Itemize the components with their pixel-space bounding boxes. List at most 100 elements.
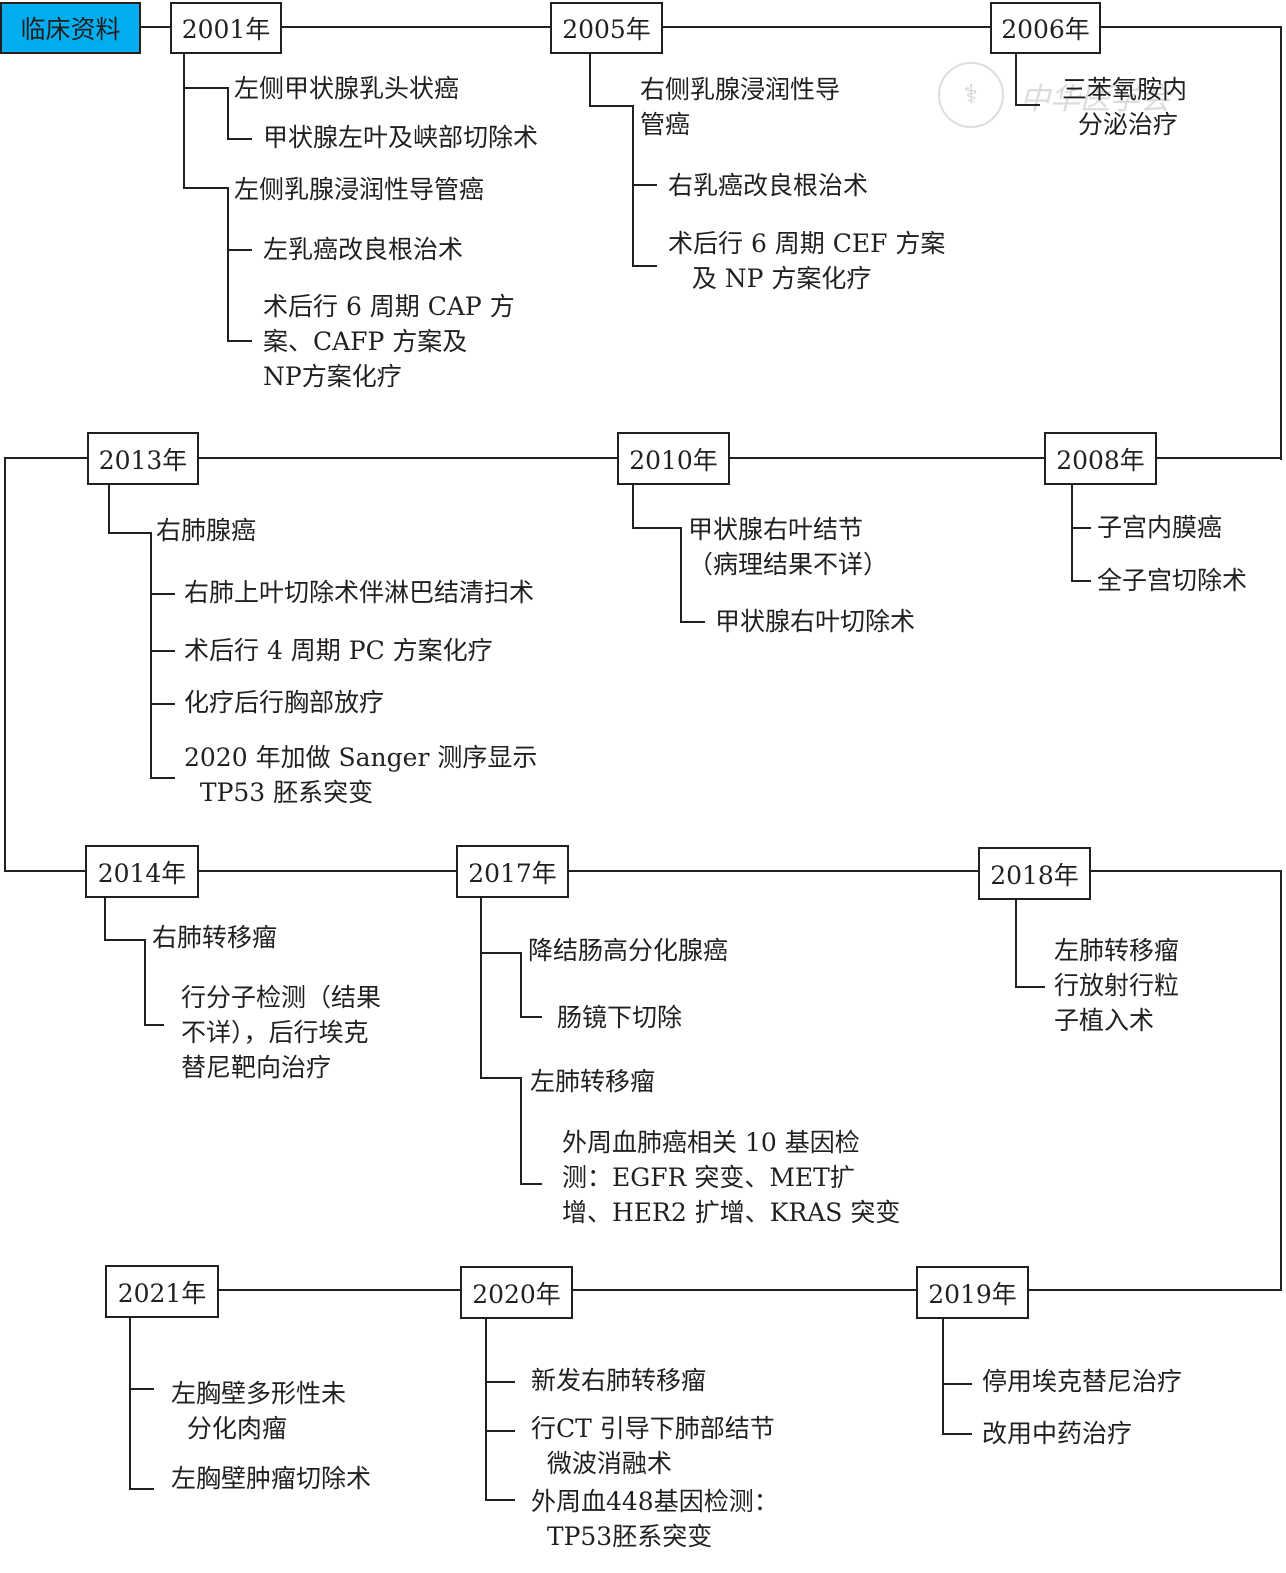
event-text: 外周血肺癌相关 10 基因检 测：EGFR 突变、MET扩 增、HER2 扩增、… — [562, 1128, 901, 1227]
event-text: 降结肠高分化腺癌 — [528, 936, 729, 965]
year-node-2001: 2001年 — [170, 2, 282, 54]
event-text: 左侧乳腺浸润性导管癌 — [234, 175, 485, 204]
branch-line — [942, 1433, 972, 1435]
branch-line — [129, 1388, 154, 1390]
timeline-turn-right-1 — [1280, 26, 1282, 460]
branch-line — [632, 184, 657, 186]
branch-line — [942, 1383, 972, 1385]
branch-line — [485, 1499, 515, 1501]
branch-line — [144, 1024, 164, 1026]
event-text: 改用中药治疗 — [982, 1419, 1133, 1448]
event-text: 新发右肺转移瘤 — [531, 1366, 707, 1395]
event-text: 行CT 引导下肺部结节 微波消融术 — [531, 1414, 775, 1478]
branch-line — [480, 1077, 522, 1079]
year-label: 2021年 — [117, 1278, 207, 1308]
branch-line — [150, 532, 152, 779]
branch-line — [589, 105, 634, 107]
year-node-2018: 2018年 — [978, 847, 1091, 900]
timeline-row4-line — [218, 1289, 1282, 1291]
event-text: 右肺转移瘤 — [152, 923, 278, 952]
branch-line — [485, 1381, 515, 1383]
event-text: 右肺腺癌 — [156, 516, 257, 545]
event-text: 化疗后行胸部放疗 — [184, 688, 385, 717]
event-text: 左乳癌改良根治术 — [263, 235, 464, 264]
branch-line — [632, 265, 657, 267]
branch-line — [1071, 485, 1073, 582]
timeline-row3-line — [4, 870, 1282, 872]
event-text: 甲状腺右叶结节 （病理结果不详） — [688, 515, 889, 579]
year-node-2017: 2017年 — [456, 845, 569, 898]
event-text: 停用埃克替尼治疗 — [982, 1367, 1183, 1396]
event-text: 左侧甲状腺乳头状癌 — [234, 74, 460, 103]
event-text: 三苯氧胺内 分泌治疗 — [1062, 75, 1188, 139]
branch-line — [1015, 54, 1017, 106]
event-text: 左肺转移瘤 — [530, 1067, 656, 1096]
year-node-2021: 2021年 — [105, 1265, 219, 1318]
branch-line — [680, 621, 705, 623]
event-text: 全子宫切除术 — [1097, 566, 1248, 595]
event-text: 右乳癌改良根治术 — [668, 171, 869, 200]
timeline-turn-left-1 — [4, 457, 6, 872]
year-node-2013: 2013年 — [87, 432, 199, 485]
year-label: 2014年 — [97, 858, 187, 888]
event-text: 甲状腺左叶及峡部切除术 — [263, 123, 539, 152]
branch-line — [1015, 104, 1040, 106]
branch-line — [520, 1183, 542, 1185]
year-node-2019: 2019年 — [916, 1266, 1029, 1319]
branch-line — [183, 54, 185, 188]
branch-line — [1071, 580, 1091, 582]
branch-line — [183, 87, 228, 89]
branch-line — [485, 1430, 515, 1432]
branch-line — [520, 952, 522, 1018]
branch-line — [227, 187, 229, 341]
year-label: 2017年 — [468, 858, 557, 888]
branch-line — [485, 1319, 487, 1501]
branch-line — [520, 1077, 522, 1185]
year-label: 2013年 — [98, 445, 188, 475]
year-label: 2020年 — [472, 1279, 561, 1309]
timeline-row1-line — [140, 26, 1282, 28]
year-node-2005: 2005年 — [550, 2, 663, 54]
event-text: 肠镜下切除 — [557, 1003, 683, 1032]
branch-line — [150, 777, 175, 779]
event-text: 外周血448基因检测： TP53胚系突变 — [531, 1487, 779, 1551]
year-label: 2018年 — [990, 860, 1079, 890]
branch-line — [480, 952, 522, 954]
year-label: 2010年 — [629, 445, 718, 475]
year-node-2010: 2010年 — [617, 432, 730, 485]
branch-line — [227, 87, 229, 139]
branch-line — [144, 939, 146, 1026]
branch-line — [108, 485, 110, 533]
branch-line — [129, 1318, 131, 1490]
watermark-logo-icon: ⚕ — [938, 62, 1004, 128]
branch-line — [104, 939, 146, 941]
branch-line — [150, 593, 175, 595]
event-text: 术后行 6 周期 CEF 方案 及 NP 方案化疗 — [668, 229, 946, 293]
branch-line — [183, 187, 228, 189]
event-text: 甲状腺右叶切除术 — [715, 607, 916, 636]
branch-line — [942, 1319, 944, 1435]
year-node-2006: 2006年 — [990, 2, 1101, 54]
branch-line — [1015, 900, 1017, 988]
event-text: 2020 年加做 Sanger 测序显示 TP53 胚系突变 — [184, 743, 538, 807]
branch-line — [680, 527, 682, 623]
event-text: 左胸壁肿瘤切除术 — [171, 1464, 372, 1493]
event-text: 子宫内膜癌 — [1097, 513, 1223, 542]
branch-line — [632, 527, 680, 529]
branch-line — [150, 703, 175, 705]
year-node-2020: 2020年 — [460, 1266, 573, 1319]
branch-line — [227, 138, 252, 140]
year-label: 2019年 — [928, 1279, 1017, 1309]
event-text: 术后行 4 周期 PC 方案化疗 — [184, 636, 493, 665]
branch-line — [227, 340, 252, 342]
branch-line — [1071, 527, 1091, 529]
event-text: 右侧乳腺浸润性导 管癌 — [640, 75, 841, 139]
event-text: 左胸壁多形性未 分化肉瘤 — [171, 1379, 347, 1443]
branch-line — [520, 1016, 542, 1018]
year-label: 2005年 — [562, 15, 651, 44]
branch-line — [632, 105, 634, 267]
year-node-2008: 2008年 — [1044, 432, 1157, 485]
branch-line — [589, 54, 591, 106]
branch-line — [108, 532, 151, 534]
branch-line — [104, 898, 106, 940]
